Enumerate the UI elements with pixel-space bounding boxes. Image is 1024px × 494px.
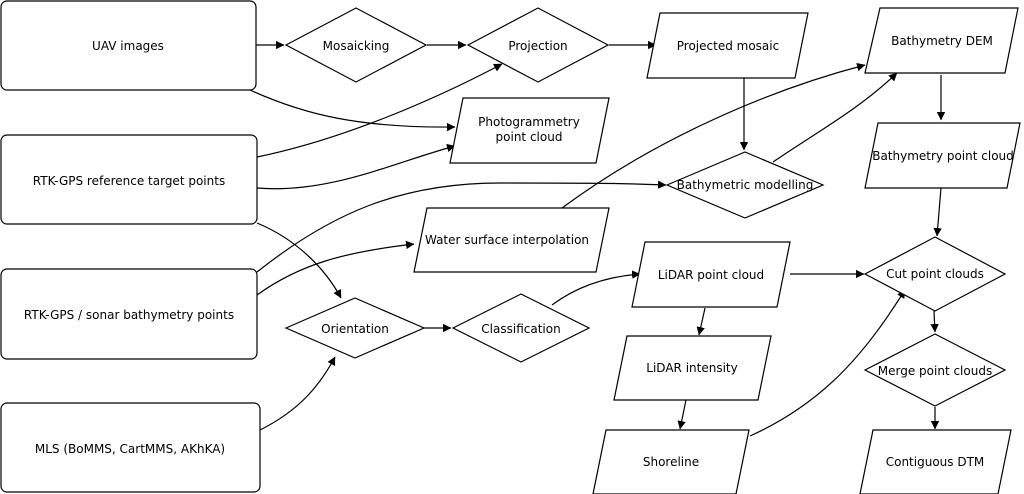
edge-bathymetry-point-cloud-to-cut-point-clouds	[933, 187, 942, 237]
edge-lidar-intensity-to-shoreline	[677, 399, 687, 430]
cut-point-clouds-label: Cut point clouds	[886, 267, 984, 281]
edge-uav-to-photogrammetry	[249, 89, 456, 132]
node-cut-point-clouds: Cut point clouds	[863, 236, 1007, 312]
node-classification: Classification	[451, 293, 591, 363]
node-mosaicking: Mosaicking	[284, 7, 428, 83]
edge-rtkref-to-projection	[256, 63, 503, 158]
edge-mls-to-orientation	[259, 356, 336, 431]
node-shoreline: Shoreline	[592, 429, 750, 494]
edges	[249, 40, 946, 437]
node-lidar-intensity: LiDAR intensity	[613, 335, 772, 401]
mosaicking-label: Mosaicking	[323, 39, 390, 53]
node-projected-mosaic: Projected mosaic	[646, 12, 809, 79]
node-bathymetry-dem: Bathymetry DEM	[864, 7, 1019, 74]
uav-images-label: UAV images	[92, 39, 164, 53]
projected-mosaic-label: Projected mosaic	[677, 39, 779, 53]
bathymetry-point-cloud-label: Bathymetry point cloud	[872, 149, 1014, 163]
edge-rtkref-to-photogrammetry	[256, 143, 456, 190]
orientation-label: Orientation	[321, 322, 389, 336]
node-mls: MLS (BoMMS, CartMMS, AKhKA)	[0, 402, 261, 493]
node-orientation: Orientation	[284, 297, 426, 359]
projection-label: Projection	[508, 39, 567, 53]
node-lidar-point-cloud: LiDAR point cloud	[631, 241, 791, 308]
edge-rtksonar-to-water-surface	[256, 240, 415, 296]
edge-cut-point-clouds-to-merge	[930, 310, 939, 333]
photogrammetry-label-line1: Photogrammetry	[478, 115, 580, 129]
edge-shoreline-to-cut-point-clouds	[749, 289, 906, 437]
edge-classification-to-lidar-point-cloud	[551, 270, 641, 306]
merge-point-clouds-label: Merge point clouds	[878, 364, 992, 378]
photogrammetry-label-line2: point cloud	[496, 130, 563, 144]
lidar-point-cloud-label: LiDAR point cloud	[658, 268, 764, 282]
node-bathymetry-point-cloud: Bathymetry point cloud	[864, 122, 1021, 189]
node-merge-point-clouds: Merge point clouds	[863, 333, 1007, 407]
contiguous-dtm-label: Contiguous DTM	[886, 455, 985, 469]
rtk-sonar-label: RTK-GPS / sonar bathymetry points	[24, 308, 234, 322]
node-rtk-sonar: RTK-GPS / sonar bathymetry points	[0, 268, 258, 360]
node-projection: Projection	[466, 7, 610, 83]
edge-rtksonar-to-bathymetric-modelling	[256, 180, 667, 273]
mls-label: MLS (BoMMS, CartMMS, AKhKA)	[35, 442, 225, 456]
edge-bathymetric-modelling-to-bathymetry-dem	[772, 72, 898, 163]
node-photogrammetry-point-cloud: Photogrammetry point cloud	[449, 97, 610, 164]
classification-label: Classification	[481, 322, 560, 336]
node-water-surface: Water surface interpolation	[413, 207, 610, 273]
rtk-reference-label: RTK-GPS reference target points	[33, 174, 225, 188]
node-rtk-reference: RTK-GPS reference target points	[0, 134, 258, 225]
shoreline-label: Shoreline	[643, 455, 699, 469]
bathymetry-dem-label: Bathymetry DEM	[891, 34, 993, 48]
bathymetric-modelling-label: Bathymetric modelling	[677, 178, 814, 192]
lidar-intensity-label: LiDAR intensity	[646, 361, 737, 375]
node-contiguous-dtm: Contiguous DTM	[859, 429, 1012, 494]
edge-rtkref-to-orientation	[256, 222, 342, 299]
node-uav-images: UAV images	[0, 0, 257, 91]
water-surface-label: Water surface interpolation	[425, 233, 589, 247]
edge-water-surface-to-bathymetry-dem	[561, 62, 866, 209]
node-bathymetric-modelling: Bathymetric modelling	[665, 151, 825, 219]
edge-lidar-point-cloud-to-lidar-intensity	[696, 307, 706, 336]
